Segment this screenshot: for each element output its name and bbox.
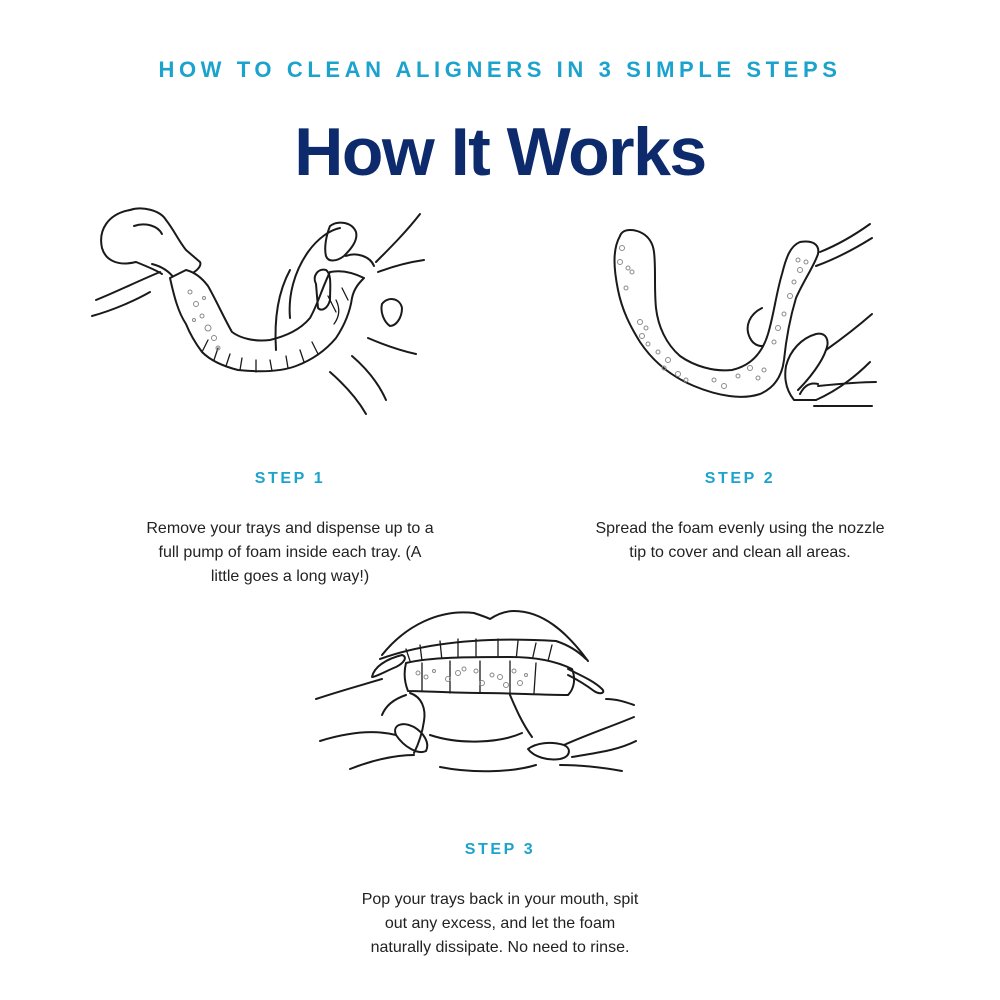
- step-3-line-1: Pop your trays back in your mouth, spit: [361, 891, 639, 908]
- step-1-line-1: Remove your trays and dispense up to a: [146, 520, 434, 537]
- fingers-inserting-aligner-into-mouth-icon: [310, 595, 670, 775]
- step-1: STEP 1 Remove your trays and dispense up…: [110, 469, 470, 589]
- step-3-line-3: naturally dissipate. No need to rinse.: [370, 939, 630, 956]
- hand-dispensing-foam-into-aligner-icon: [90, 200, 430, 420]
- step-1-description: Remove your trays and dispense up to a f…: [110, 517, 470, 589]
- step-1-line-3: little goes a long way!): [210, 568, 370, 585]
- step-2: STEP 2 Spread the foam evenly using the …: [560, 469, 920, 565]
- step-2-description: Spread the foam evenly using the nozzle …: [560, 517, 920, 565]
- step-3-line-2: out any excess, and let the foam: [384, 915, 616, 932]
- hand-holding-foamed-aligner-icon: [590, 210, 890, 420]
- step-1-line-2: full pump of foam inside each tray. (A: [158, 544, 422, 561]
- eyebrow-heading: HOW TO CLEAN ALIGNERS IN 3 SIMPLE STEPS: [158, 57, 842, 82]
- step-1-label: STEP 1: [254, 470, 326, 487]
- step-2-label: STEP 2: [704, 470, 776, 487]
- step-3: STEP 3 Pop your trays back in your mouth…: [320, 840, 680, 960]
- page-title: How It Works: [294, 114, 707, 190]
- step-2-line-1: Spread the foam evenly using the nozzle: [595, 520, 885, 537]
- step-2-line-2: tip to cover and clean all areas.: [629, 544, 851, 561]
- step-3-label: STEP 3: [464, 841, 536, 858]
- step-3-description: Pop your trays back in your mouth, spit …: [320, 888, 680, 960]
